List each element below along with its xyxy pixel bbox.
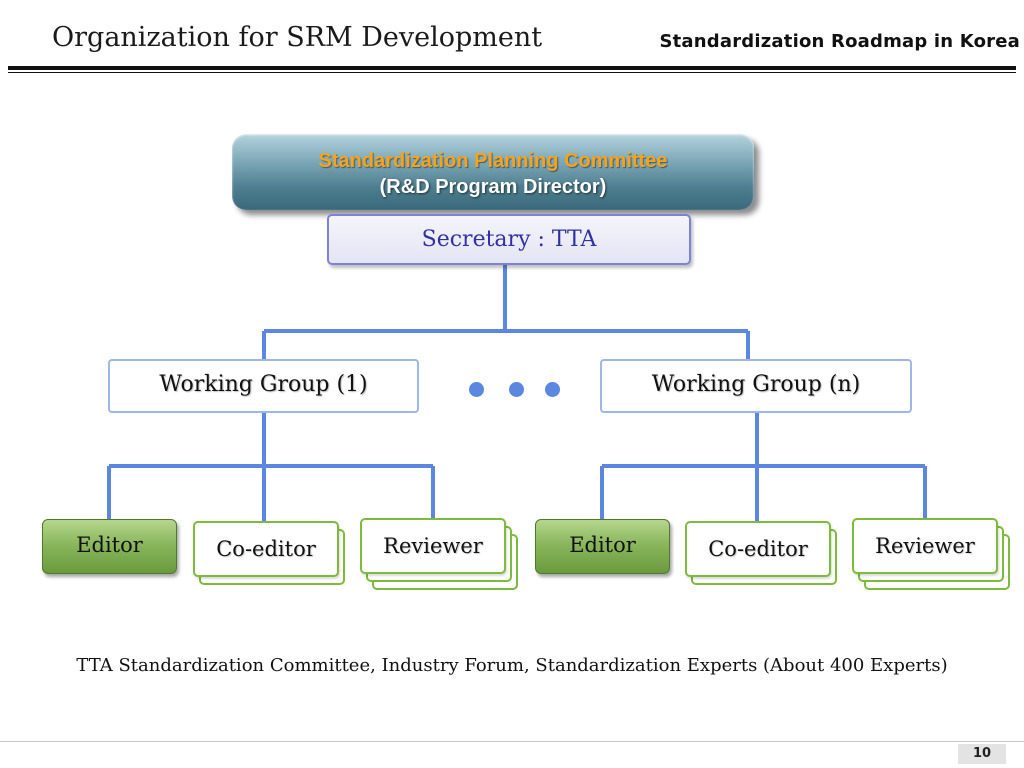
header-rule-thin (8, 72, 1016, 73)
editor-box-left: Editor (42, 519, 177, 574)
working-group-1-box: Working Group (1) (108, 359, 419, 413)
coeditor-stack-left: Co-editor (193, 521, 345, 585)
ellipsis-dot (509, 382, 524, 397)
footnote: TTA Standardization Committee, Industry … (76, 655, 948, 676)
working-group-n-box: Working Group (n) (600, 359, 912, 413)
reviewer-box-left: Reviewer (360, 518, 506, 574)
planning-committee-box: Standardization Planning Committee (R&D … (232, 134, 754, 210)
committee-title: Standardization Planning Committee (318, 150, 668, 172)
ellipsis-dot (469, 382, 484, 397)
footer-rule (0, 741, 1024, 742)
secretary-box: Secretary : TTA (327, 214, 691, 265)
reviewer-stack-left: Reviewer (360, 518, 518, 590)
reviewer-box-right: Reviewer (852, 518, 998, 574)
reviewer-stack-right: Reviewer (852, 518, 1010, 590)
coeditor-stack-right: Co-editor (685, 521, 837, 585)
ellipsis-dot (545, 382, 560, 397)
editor-box-right: Editor (535, 519, 670, 574)
page-subtitle: Standardization Roadmap in Korea (659, 31, 1020, 52)
page-title: Organization for SRM Development (52, 22, 543, 53)
page-number: 10 (958, 744, 1006, 764)
coeditor-box-right: Co-editor (685, 521, 831, 577)
committee-director: (R&D Program Director) (379, 176, 607, 198)
header-rule-thick (8, 66, 1016, 70)
coeditor-box-left: Co-editor (193, 521, 339, 577)
